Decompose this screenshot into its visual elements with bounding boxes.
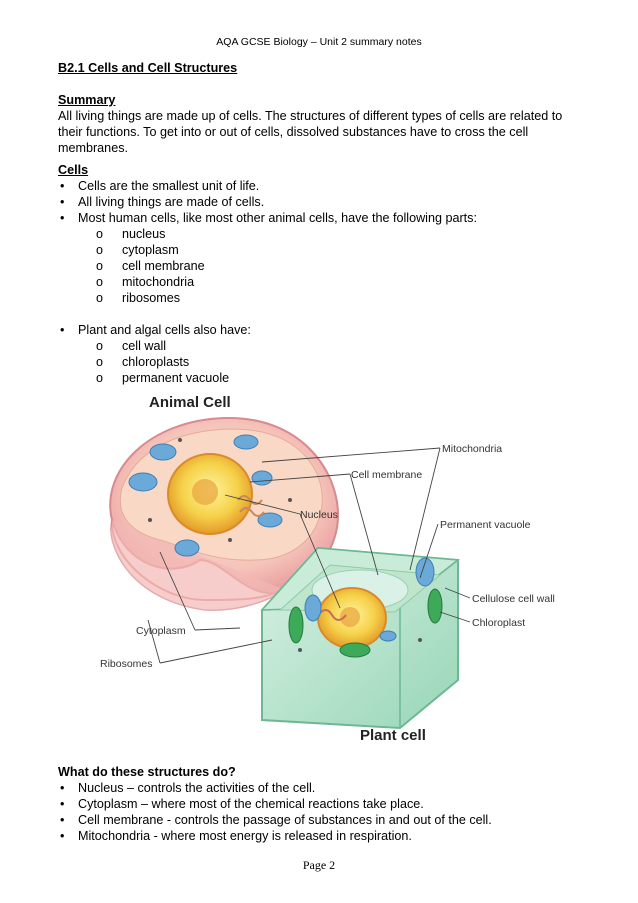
mitochondrion-icon xyxy=(304,594,322,622)
label-cell-membrane: Cell membrane xyxy=(351,469,422,481)
cell-diagram: Animal Cell Plant cell xyxy=(100,394,555,744)
intro-block: B2.1 Cells and Cell Structures Summary A… xyxy=(58,60,588,156)
summary-line-1: All living things are made up of cells. … xyxy=(58,109,563,123)
label-mitochondria: Mitochondria xyxy=(442,443,502,455)
circle-bullet-icon: o xyxy=(96,371,104,385)
label-ribosomes: Ribosomes xyxy=(100,658,153,670)
summary-line-2: their functions. To get into or out of c… xyxy=(58,125,529,139)
circle-bullet-icon: o xyxy=(96,275,104,289)
functions-heading: What do these structures do? xyxy=(58,765,236,779)
bullet-icon: • xyxy=(60,195,65,209)
cells-heading: Cells xyxy=(58,163,89,177)
animal-cell-title: Animal Cell xyxy=(149,394,231,411)
mitochondrion-icon xyxy=(415,557,435,587)
bullet-icon: • xyxy=(60,323,65,337)
label-leader-lines xyxy=(147,447,471,664)
cells-block: Cells •Cells are the smallest unit of li… xyxy=(58,162,588,386)
bullet-icon: • xyxy=(60,797,65,811)
list-item: •Plant and algal cells also have: xyxy=(60,323,251,337)
animal-cell xyxy=(109,416,340,611)
mitochondrion-icon xyxy=(149,443,177,461)
chloroplast-icon xyxy=(427,588,443,624)
chloroplast-icon xyxy=(288,606,304,644)
list-item: •Cytoplasm – where most of the chemical … xyxy=(60,797,424,811)
summary-heading: Summary xyxy=(58,93,116,107)
bullet-icon: • xyxy=(60,829,65,843)
circle-bullet-icon: o xyxy=(96,227,104,241)
circle-bullet-icon: o xyxy=(96,339,104,353)
list-item: •All living things are made of cells. xyxy=(60,195,265,209)
mitochondrion-icon xyxy=(128,472,158,492)
summary-line-3: membranes. xyxy=(58,141,128,155)
bullet-icon: • xyxy=(60,211,65,225)
bullet-icon: • xyxy=(60,781,65,795)
circle-bullet-icon: o xyxy=(96,355,104,369)
mitochondrion-icon xyxy=(251,470,273,486)
bullet-icon: • xyxy=(60,179,65,193)
mitochondrion-icon xyxy=(379,630,397,642)
chloroplast-icon xyxy=(339,642,371,658)
mitochondrion-icon xyxy=(257,512,283,528)
circle-bullet-icon: o xyxy=(96,243,104,257)
page-header: AQA GCSE Biology – Unit 2 summary notes xyxy=(216,36,422,48)
label-chloroplast: Chloroplast xyxy=(472,617,525,629)
list-item: •Mitochondria - where most energy is rel… xyxy=(60,829,412,843)
list-item: •Most human cells, like most other anima… xyxy=(60,211,477,225)
plant-cell-title: Plant cell xyxy=(360,727,426,744)
functions-block: What do these structures do? •Nucleus – … xyxy=(58,764,588,844)
mitochondrion-icon xyxy=(174,539,200,557)
label-nucleus: Nucleus xyxy=(300,509,338,521)
bullet-icon: • xyxy=(60,813,65,827)
list-item: •Cells are the smallest unit of life. xyxy=(60,179,260,193)
label-cytoplasm: Cytoplasm xyxy=(136,625,186,637)
list-item: •Nucleus – controls the activities of th… xyxy=(60,781,316,795)
page-number: Page 2 xyxy=(302,858,336,872)
label-cellulose-cell-wall: Cellulose cell wall xyxy=(472,593,555,605)
plant-cell xyxy=(260,546,460,730)
list-item: •Cell membrane - controls the passage of… xyxy=(60,813,492,827)
label-permanent-vacuole: Permanent vacuole xyxy=(440,519,531,531)
mitochondrion-icon xyxy=(233,434,259,450)
circle-bullet-icon: o xyxy=(96,291,104,305)
section-title: B2.1 Cells and Cell Structures xyxy=(58,61,238,75)
circle-bullet-icon: o xyxy=(96,259,104,273)
